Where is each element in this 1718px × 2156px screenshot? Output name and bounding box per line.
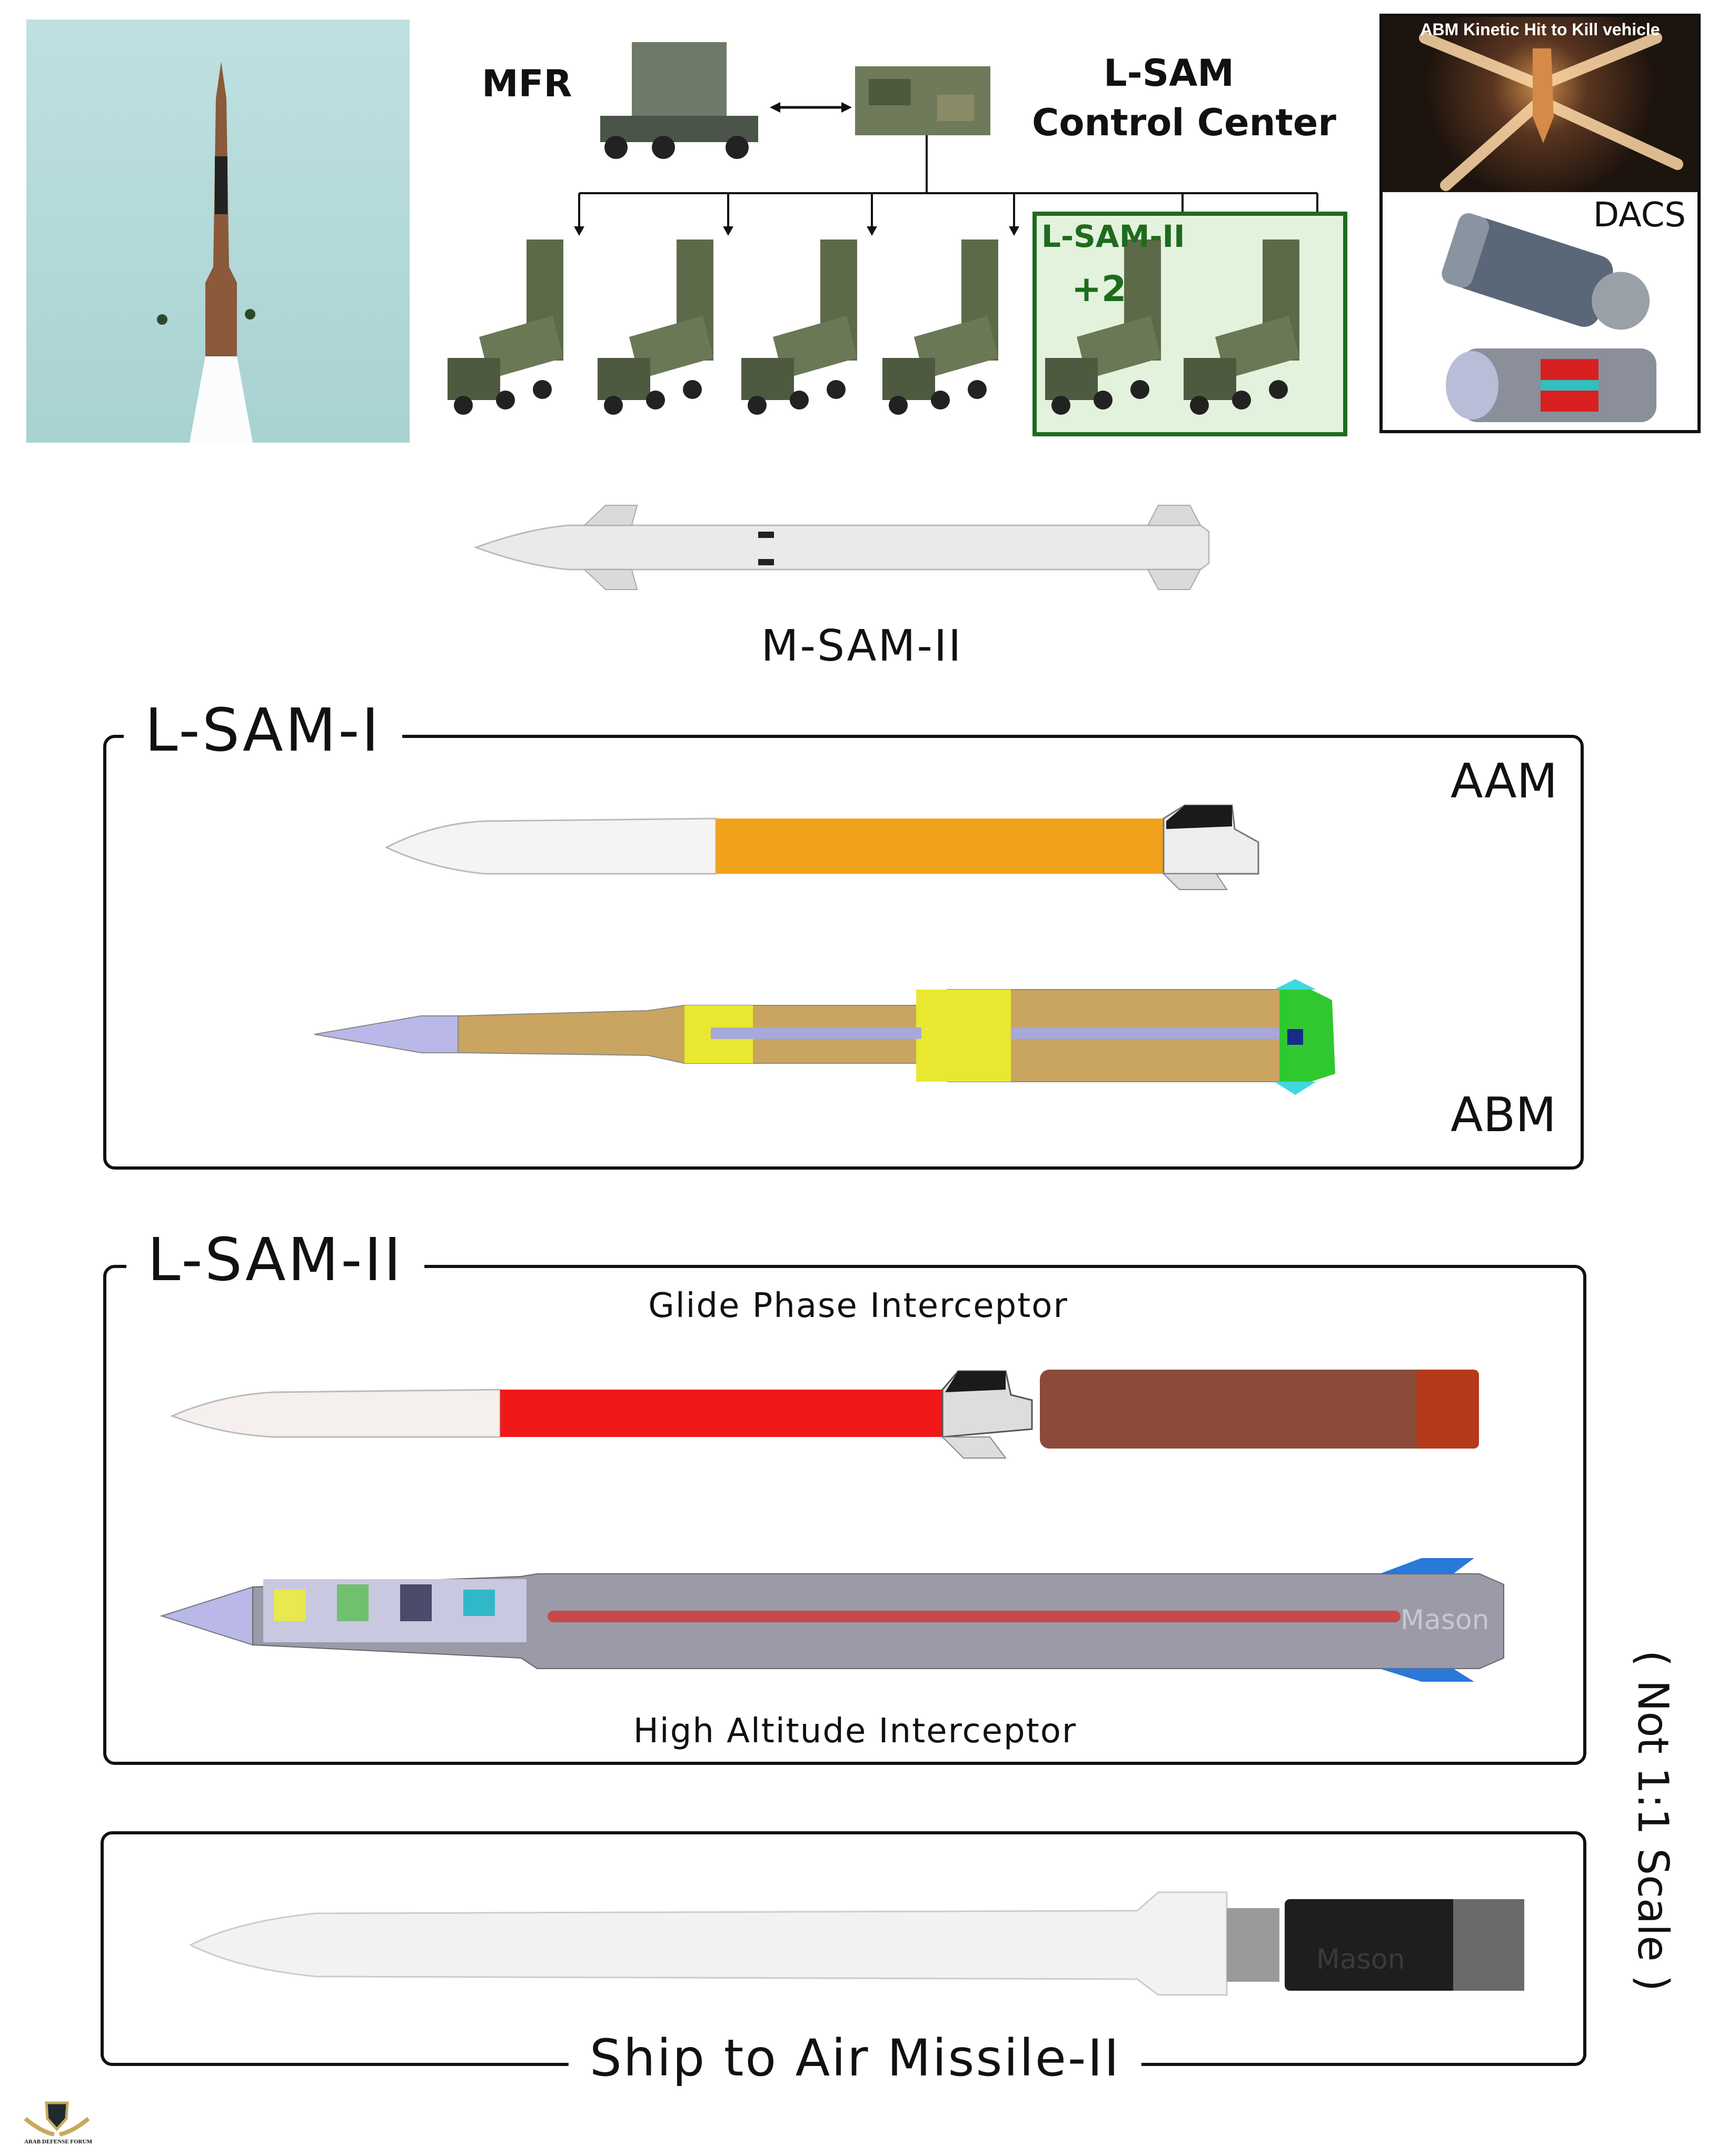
lsam2-frame	[103, 1265, 1586, 1765]
ship-missile-title: Ship to Air Missile-II	[568, 2033, 1142, 2083]
launcher-truck-icon	[448, 239, 563, 415]
launcher-truck-icon	[1045, 239, 1161, 415]
launcher-truck-icon	[1184, 239, 1299, 415]
control-center-line1: L-SAM	[1104, 52, 1234, 95]
mfr-label: MFR	[482, 62, 572, 105]
hai-watermark: Mason	[1401, 1604, 1489, 1636]
high-altitude-interceptor-missile	[160, 1558, 1504, 1682]
lsam2-missiles: Mason	[160, 1370, 1504, 1682]
msam2-label: M-SAM-II	[761, 621, 963, 671]
gpi-label: Glide Phase Interceptor	[648, 1286, 1068, 1325]
right-panel: ABM Kinetic Hit to Kill vehicle DACS	[1379, 14, 1701, 433]
ship-watermark: Mason	[1316, 1944, 1405, 1975]
launch-missile-graphic	[157, 62, 255, 443]
lsam1-frame	[103, 735, 1584, 1170]
control-center-shelter-icon	[855, 66, 990, 135]
abm-label: ABM	[1451, 1087, 1556, 1143]
launcher-truck-icon	[741, 239, 857, 415]
dacs-illustrations	[1442, 213, 1656, 422]
aam-label: AAM	[1451, 754, 1558, 809]
msam2-missile	[473, 505, 1210, 590]
abm-missile	[314, 979, 1335, 1095]
distribution-lines	[578, 135, 1318, 232]
aam-missile	[384, 804, 1259, 890]
dacs-label: DACS	[1593, 196, 1686, 235]
lsam2-extra-count: +2	[1071, 268, 1127, 310]
hai-label: High Altitude Interceptor	[633, 1712, 1077, 1751]
launcher-truck-icon	[882, 239, 998, 415]
launcher-truck-icon	[598, 239, 713, 415]
lsam1-title: L-SAM-I	[124, 701, 402, 760]
launch-photo	[26, 19, 410, 443]
lsam2-badge: L-SAM-II	[1041, 218, 1185, 254]
logo-emblem	[24, 2101, 90, 2137]
kill-vehicle-caption: ABM Kinetic Hit to Kill vehicle	[1420, 20, 1660, 39]
lsam1-missiles	[314, 804, 1335, 1095]
arab-defense-forum-logo: ARAB DEFENSE FORUM	[15, 2092, 99, 2150]
ship-missile: Mason	[188, 1891, 1524, 1996]
kill-vehicle-photo: ABM Kinetic Hit to Kill vehicle	[1383, 17, 1697, 192]
thruster-flames	[1419, 32, 1683, 191]
control-center-line2: Control Center	[1032, 101, 1336, 144]
command-diagram	[448, 42, 1347, 436]
scale-note: ( Not 1:1 Scale )	[1628, 1650, 1677, 1992]
logo-text: ARAB DEFENSE FORUM	[24, 2139, 92, 2145]
control-center-label: L-SAM Control Center	[1032, 48, 1336, 147]
lsam2-title: L-SAM-II	[126, 1231, 424, 1290]
glide-phase-interceptor-missile	[170, 1370, 1479, 1459]
mfr-radar-icon	[600, 42, 758, 159]
link-arrow	[770, 102, 852, 113]
launcher-trucks	[448, 239, 1299, 415]
